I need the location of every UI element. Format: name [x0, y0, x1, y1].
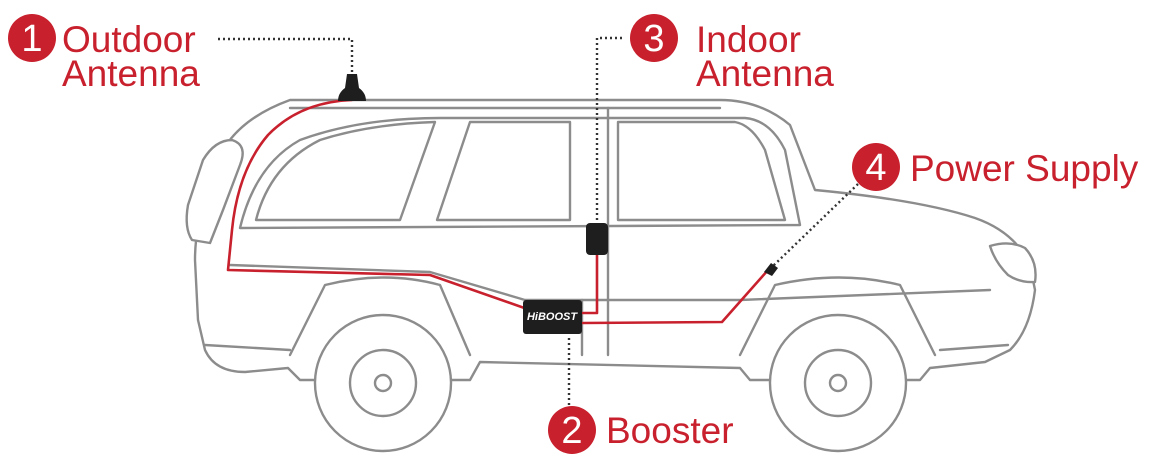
window-frame	[238, 116, 802, 230]
booster-device-icon: HiBOOST	[523, 300, 582, 334]
badge-2	[548, 406, 596, 454]
callout-power-supply: 4 Power Supply	[852, 143, 1139, 191]
outdoor-antenna-label-line2: Antenna	[62, 53, 200, 94]
front-wheel	[768, 313, 908, 453]
rear-wheel	[313, 313, 453, 453]
callout-booster: 2 Booster	[548, 406, 734, 454]
power-cable	[581, 268, 770, 325]
leader-lines	[218, 36, 859, 405]
badge-1	[8, 14, 56, 62]
booster-brand-label: HiBOOST	[527, 311, 578, 323]
badge-1-number: 1	[21, 18, 42, 60]
rear-wheel-arch	[288, 276, 472, 357]
outdoor-antenna-icon	[338, 74, 366, 101]
outdoor-antenna-label-line1: Outdoor	[62, 19, 196, 60]
headlight	[988, 242, 1037, 284]
booster-label: Booster	[606, 410, 734, 451]
indoor-antenna-cable	[581, 253, 599, 315]
front-window	[616, 120, 787, 222]
suv-icon	[185, 98, 1037, 453]
cable-route	[226, 98, 770, 325]
badge-2-number: 2	[561, 410, 582, 452]
badge-4	[852, 143, 900, 191]
badge-3-number: 3	[643, 18, 664, 60]
badge-3	[630, 14, 678, 62]
callout-outdoor-antenna: 1 Outdoor Antenna	[8, 14, 200, 94]
badge-4-number: 4	[865, 147, 886, 189]
callout-indoor-antenna: 3 Indoor Antenna	[630, 14, 834, 94]
indoor-antenna-label-line1: Indoor	[696, 19, 801, 60]
indoor-antenna-icon	[586, 223, 608, 255]
outdoor-antenna-cable	[226, 98, 532, 312]
front-wheel-arch	[738, 276, 937, 357]
power-supply-label: Power Supply	[910, 148, 1139, 189]
spare-wheel	[185, 138, 244, 245]
middle-window	[435, 120, 572, 222]
rear-window	[254, 120, 437, 222]
power-plug-icon	[764, 263, 778, 276]
indoor-antenna-label-line2: Antenna	[696, 53, 834, 94]
